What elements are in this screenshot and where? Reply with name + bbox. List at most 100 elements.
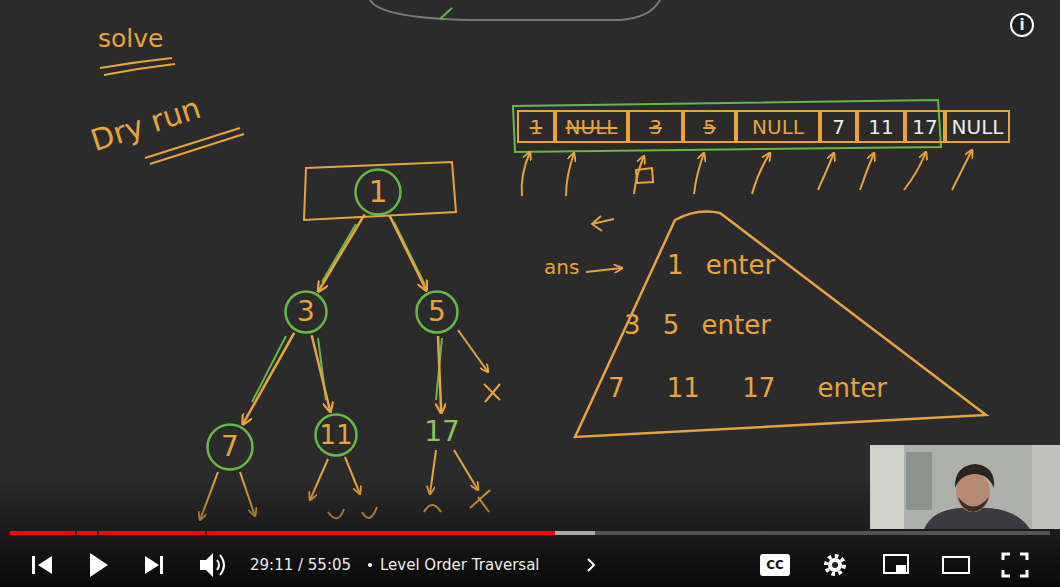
tree-edge xyxy=(312,335,331,411)
tree-edge xyxy=(438,336,441,413)
node-value: 1 xyxy=(368,177,387,207)
queue-value: 1 xyxy=(530,117,543,137)
queue-cell: 17 xyxy=(905,110,945,143)
queue-value: 5 xyxy=(703,117,716,137)
settings-icon xyxy=(826,556,844,574)
traversal-stroke xyxy=(252,336,286,402)
previous-sketch xyxy=(370,0,660,20)
chapter-title: Level Order Traversal xyxy=(380,556,540,574)
pointer-arrow xyxy=(952,150,972,190)
webcam-wall xyxy=(870,445,1060,529)
chapter-gap xyxy=(97,531,99,535)
node-value: 5 xyxy=(428,298,446,326)
queue-cell: NULL xyxy=(736,110,820,143)
node-value: 3 xyxy=(297,298,315,326)
queue-value: NULL xyxy=(952,117,1004,137)
pointer-arrow xyxy=(860,153,874,190)
node-circle xyxy=(417,292,458,333)
null-arrow xyxy=(458,330,488,372)
tree-node: 11 xyxy=(314,413,358,457)
traversal-stroke xyxy=(322,224,356,282)
settings-icon xyxy=(828,558,842,572)
tree-node: 17 xyxy=(420,416,464,448)
queue-cell: 7 xyxy=(820,110,857,143)
pointer-arrow xyxy=(694,153,704,194)
queue-highlight xyxy=(513,100,941,152)
node-circle xyxy=(286,292,327,333)
webcam-wall xyxy=(1032,445,1060,529)
progress-buffered xyxy=(555,531,595,535)
queue-value: 11 xyxy=(868,117,893,137)
chapter-chevron xyxy=(588,559,594,571)
chapter-dot xyxy=(368,563,372,567)
tree-node: 1 xyxy=(354,168,402,216)
progress-played xyxy=(10,531,555,535)
pointer-mark xyxy=(636,168,653,183)
play-icon xyxy=(90,553,108,577)
pointer-arrow xyxy=(904,152,926,190)
miniplayer-icon xyxy=(884,555,908,573)
next-icon xyxy=(145,556,159,574)
node-circle xyxy=(356,170,401,215)
answer-outline xyxy=(575,212,986,437)
heading: solve xyxy=(98,30,163,48)
webcam-curtain xyxy=(870,445,904,529)
tree-node: 3 xyxy=(284,290,328,334)
volume-icon xyxy=(200,553,213,577)
pointer-arrow xyxy=(522,152,530,196)
captions-label: CC xyxy=(760,556,790,574)
answer-line: 3 5 enter xyxy=(624,310,771,340)
node-value: 7 xyxy=(221,433,239,461)
previous-icon xyxy=(32,556,35,574)
underline xyxy=(150,134,244,164)
queue-cell: 3 xyxy=(628,110,683,143)
tree-node: 5 xyxy=(415,290,459,334)
info-icon-label: i xyxy=(1010,16,1034,34)
previous-sketch xyxy=(440,8,452,19)
tree-edge xyxy=(243,333,294,424)
settings-icon xyxy=(832,562,838,568)
info-icon xyxy=(1011,14,1033,36)
queue-cell: NULL xyxy=(945,110,1010,143)
queue-cell: NULL xyxy=(555,110,628,143)
next-icon xyxy=(160,556,163,574)
node-circle xyxy=(208,425,253,470)
underline xyxy=(104,64,175,75)
queue-cell: 1 xyxy=(517,110,555,143)
tree-node: 7 xyxy=(206,423,254,471)
chapter-gap xyxy=(75,531,77,535)
fullscreen-icon xyxy=(1003,554,1027,576)
chapter-gap xyxy=(205,531,207,535)
queue-value: 3 xyxy=(649,117,662,137)
answer-arrow xyxy=(586,268,622,272)
volume-icon xyxy=(217,555,224,575)
presenter-beard xyxy=(958,497,989,512)
answer-label: ans xyxy=(544,258,579,276)
queue-box xyxy=(304,162,456,220)
queue-value: NULL xyxy=(752,117,804,137)
node-value: 11 xyxy=(319,422,352,448)
pointer-arrow xyxy=(752,153,770,194)
answer-triangle: 1 enter 3 5 enter 7 11 17 enter xyxy=(572,208,990,440)
pointer-arrow xyxy=(566,153,574,196)
pointer-arrow xyxy=(818,153,834,190)
heading: Dry run xyxy=(86,90,205,159)
answer-line: 7 11 17 enter xyxy=(608,373,887,403)
webcam-shelf xyxy=(906,452,932,510)
tree-edge xyxy=(389,215,426,290)
null-mark xyxy=(484,384,500,402)
progress-track xyxy=(10,531,1050,535)
queue-cell: 5 xyxy=(683,110,736,143)
time-display: 29:11 / 55:05 xyxy=(250,556,351,574)
node-circle xyxy=(316,415,357,456)
answer-line: 1 enter xyxy=(667,250,775,280)
miniplayer-icon xyxy=(896,565,906,572)
theater-icon xyxy=(943,557,969,573)
queue-value: 17 xyxy=(912,117,937,137)
previous-icon xyxy=(38,556,52,574)
captions-button xyxy=(760,554,790,576)
queue-cell: 11 xyxy=(857,110,905,143)
scribble xyxy=(592,216,614,231)
queue-value: 7 xyxy=(832,117,845,137)
